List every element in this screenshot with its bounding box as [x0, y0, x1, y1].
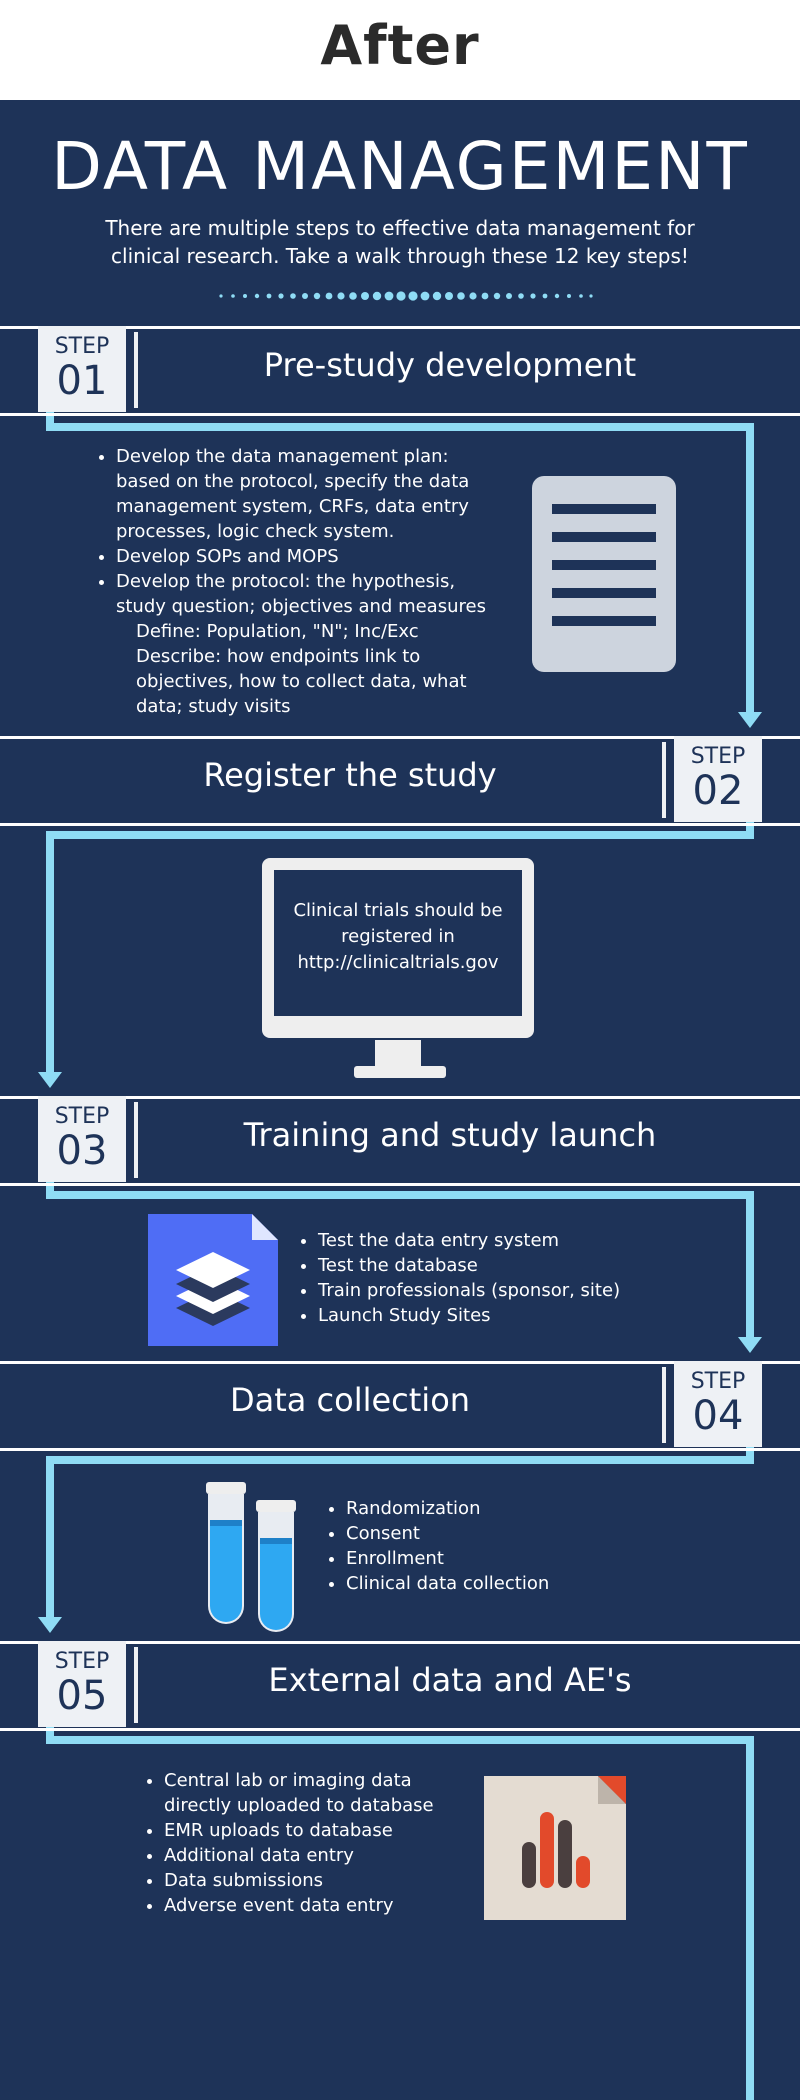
page-title: DATA MANAGEMENT [51, 128, 749, 205]
bar-chart-file-icon [484, 1776, 626, 1920]
step-02-banner [0, 736, 800, 826]
test-tubes-icon [206, 1482, 296, 1632]
list-item: Develop the data management plan: based … [116, 444, 556, 544]
list-item: Define: Population, "N"; Inc/Exc Describ… [136, 621, 467, 717]
list-item: Enrollment [346, 1546, 666, 1571]
step-02-badge: STEP 02 [674, 736, 762, 822]
step-04-word: STEP [690, 1369, 746, 1394]
document-icon [532, 476, 676, 672]
header-label: After [320, 14, 480, 77]
list-item: Consent [346, 1521, 666, 1546]
step-01-banner [0, 326, 800, 416]
list-item: Train professionals (sponsor, site) [318, 1278, 698, 1303]
intro-text: There are multiple steps to effective da… [70, 214, 730, 270]
step-05-badge: STEP 05 [38, 1641, 126, 1727]
step-04-title: Data collection [229, 1381, 471, 1419]
step-04-separator [662, 1367, 666, 1443]
list-item: Develop the protocol: the hypothesis, st… [116, 569, 556, 619]
step-05-word: STEP [54, 1649, 110, 1674]
step-03-banner [0, 1096, 800, 1186]
step-01-badge: STEP 01 [38, 326, 126, 412]
intro-line-1: There are multiple steps to effective da… [105, 216, 695, 240]
list-item: Central lab or imaging data directly upl… [164, 1768, 504, 1818]
header-bar: After [0, 0, 800, 100]
list-item: Adverse event data entry [164, 1893, 504, 1918]
step-04-list: Randomization Consent Enrollment Clinica… [326, 1496, 666, 1596]
step-03-separator [134, 1102, 138, 1178]
step-01-title: Pre-study development [263, 346, 637, 384]
step-04-banner [0, 1361, 800, 1451]
list-item: Data submissions [164, 1868, 504, 1893]
step-03-badge: STEP 03 [38, 1096, 126, 1182]
step-01-separator [134, 332, 138, 408]
step-02-number: 02 [692, 768, 744, 814]
monitor-base [354, 1066, 446, 1078]
list-item: Launch Study Sites [318, 1303, 698, 1328]
list-item: Test the database [318, 1253, 698, 1278]
step-03-word: STEP [54, 1104, 110, 1129]
step-05-separator [134, 1647, 138, 1723]
intro-line-2: clinical research. Take a walk through t… [111, 244, 689, 268]
monitor-screen: Clinical trials should be registered in … [274, 870, 522, 1016]
step-01-word: STEP [54, 334, 110, 359]
step-02-word: STEP [690, 744, 746, 769]
list-item: Test the data entry system [318, 1228, 698, 1253]
step-01-number: 01 [56, 358, 108, 404]
list-item: Additional data entry [164, 1843, 504, 1868]
step-01-list: Develop the data management plan: based … [96, 444, 556, 719]
step-05-banner [0, 1641, 800, 1731]
list-item: EMR uploads to database [164, 1818, 504, 1843]
list-item: Develop SOPs and MOPS [116, 544, 556, 569]
step-05-title: External data and AE's [268, 1661, 632, 1699]
list-item: Randomization [346, 1496, 666, 1521]
registration-note: Clinical trials should be registered in … [293, 900, 503, 973]
step-02-title: Register the study [203, 756, 497, 794]
list-item: Clinical data collection [346, 1571, 666, 1596]
step-04-number: 04 [692, 1393, 744, 1439]
step-02-separator [662, 742, 666, 818]
step-05-list: Central lab or imaging data directly upl… [144, 1768, 504, 1918]
step-03-number: 03 [56, 1128, 108, 1174]
monitor-icon: Clinical trials should be registered in … [262, 858, 534, 1038]
dotted-divider [219, 291, 593, 301]
step-03-title: Training and study launch [243, 1116, 657, 1154]
step-05-number: 05 [56, 1673, 108, 1719]
monitor-stand [375, 1040, 421, 1068]
step-04-badge: STEP 04 [674, 1361, 762, 1447]
layers-document-icon [148, 1214, 278, 1346]
step-03-list: Test the data entry system Test the data… [298, 1228, 698, 1328]
